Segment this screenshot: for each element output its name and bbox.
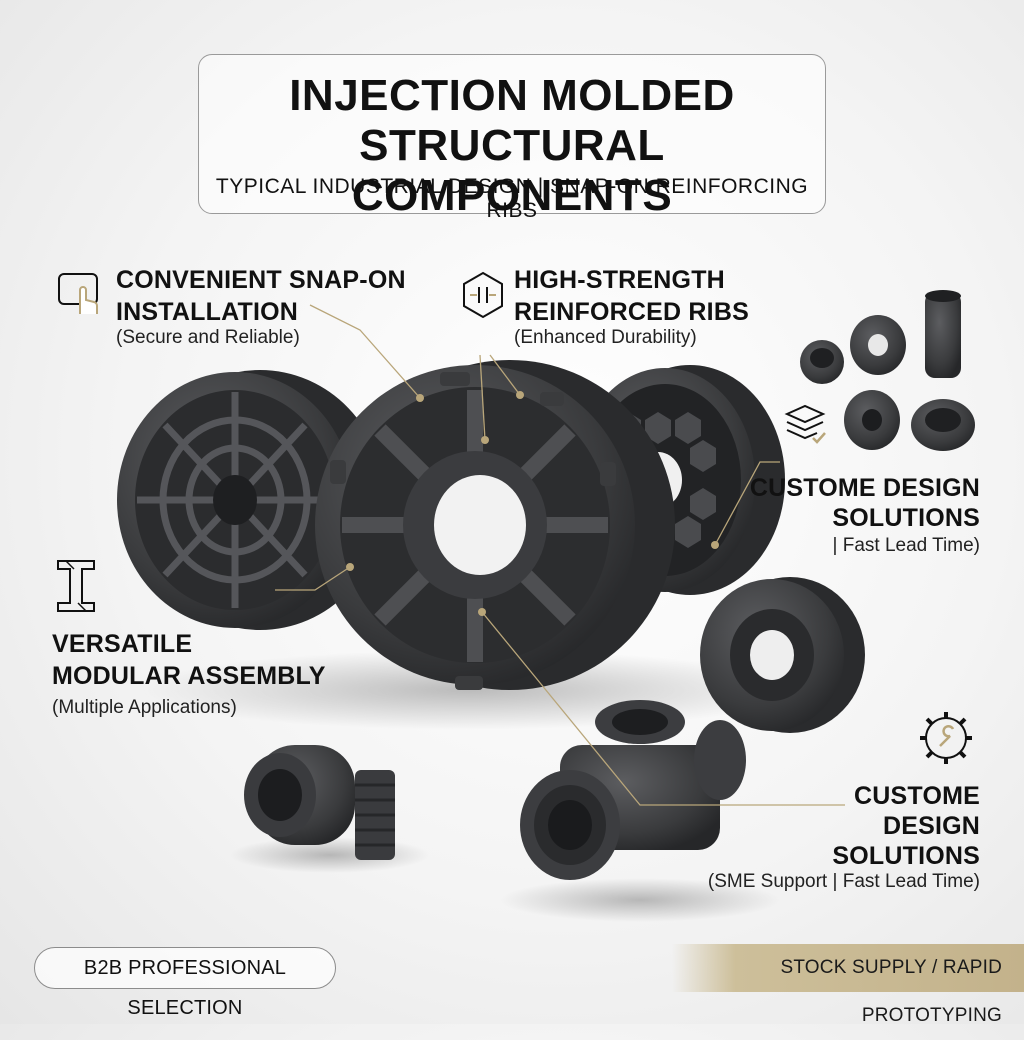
ribs-title-line2: REINFORCED RIBS (514, 298, 749, 326)
small-parts-group (800, 290, 975, 451)
hexagon-compress-icon (463, 271, 503, 319)
layers-check-icon (784, 404, 826, 444)
i-beam-icon (57, 560, 95, 612)
modular-title: VERSATILE (52, 630, 193, 658)
custom-design-title: CUSTOME DESIGN (749, 474, 980, 502)
page-subtitle: TYPICAL INDUSTRIAL DESIGN | SNAP-ON REIN… (215, 175, 809, 222)
hand-pointer-icon (58, 273, 98, 314)
page-title-line2: STRUCTURAL COMPONENTS (351, 121, 673, 220)
stock-supply-banner: STOCK SUPPLY / RAPID PROTOTYPING (672, 944, 1024, 1026)
screw-clamp (244, 745, 395, 860)
modular-subtitle: (Multiple Applications) (52, 697, 237, 718)
modular-title-line2: MODULAR ASSEMBLY (52, 662, 326, 690)
page-title: INJECTION MOLDED (289, 71, 735, 120)
custom-design-2-title: CUSTOME (854, 782, 980, 810)
custom-design-subtitle: | Fast Lead Time) (832, 535, 981, 556)
reinforced-ribs-wheel (315, 360, 675, 690)
custom-design-2-title-line3: SOLUTIONS (832, 842, 980, 870)
title-box: INJECTION MOLDED STRUCTURAL COMPONENTS T… (198, 54, 826, 222)
snap-on-title-line2: INSTALLATION (116, 298, 299, 326)
custom-design-2-title-line2: DESIGN (882, 812, 980, 840)
leader-lines (275, 304, 845, 806)
custom-design-2-subtitle: (SME Support | Fast Lead Time) (707, 871, 980, 892)
snap-on-title: CONVENIENT SNAP-ON (116, 266, 406, 294)
gear-wrench-icon (920, 712, 972, 764)
custom-design-title-line2: SOLUTIONS (832, 504, 980, 532)
bushing (700, 577, 865, 733)
b2b-selection-badge: B2B PROFESSIONAL SELECTION (34, 947, 336, 1019)
ribs-title: HIGH-STRENGTH (514, 266, 725, 294)
snap-on-subtitle: (Secure and Reliable) (116, 327, 300, 348)
ribs-subtitle: (Enhanced Durability) (514, 327, 697, 348)
cross-connector (520, 700, 746, 880)
